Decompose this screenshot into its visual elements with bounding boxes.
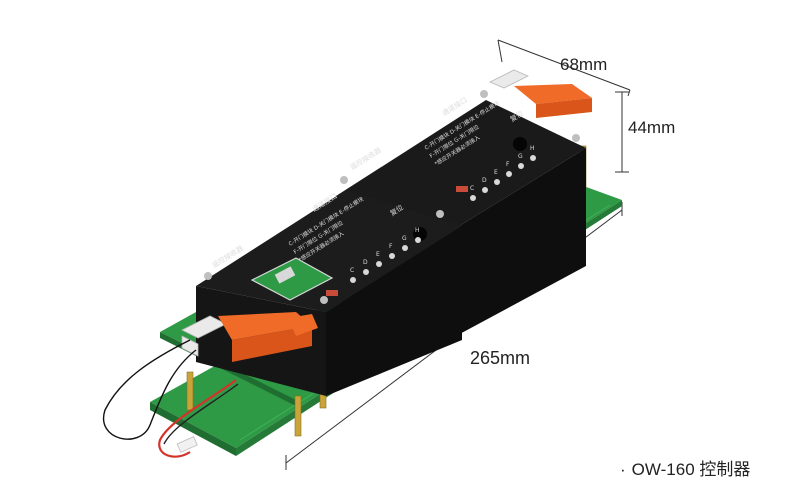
right-module-led-f [506, 171, 512, 177]
receiver-board [250, 257, 334, 301]
left-module-letter-h: H [415, 227, 420, 234]
cables [102, 339, 239, 458]
left-module-letter-g: G [402, 235, 407, 242]
caption-text: OW-160 控制器 [631, 460, 751, 479]
dimension-height-label: 44mm [628, 118, 676, 137]
left-module-letter-f: F [389, 243, 393, 250]
left-module-led-h [415, 237, 421, 243]
right-module-letter-e: E [494, 169, 498, 176]
right-module-title: 遥控接收器 [348, 146, 382, 172]
left-module-led-e [376, 261, 382, 267]
caption-bullet: · [620, 460, 626, 479]
left-module-letter-e: E [376, 251, 380, 258]
left-module-letter-c: C [350, 267, 354, 274]
left-module-led-d [363, 269, 369, 275]
right-module-led-h [530, 155, 536, 161]
right-module-letter-d: D [482, 177, 487, 184]
product-caption: · OW-160 控制器 [620, 455, 750, 480]
left-module-channel-letters: C D E F G H [350, 227, 421, 283]
right-module-led-c [470, 195, 476, 201]
right-module-led-g [518, 163, 524, 169]
dimension-length-label: 265mm [470, 348, 531, 368]
left-module-led-g [402, 245, 408, 251]
left-module-letter-d: D [363, 259, 368, 266]
left-module-led-c [350, 277, 356, 283]
right-module-led-d [482, 187, 488, 193]
white-connectors [181, 69, 529, 357]
right-module-letter-f: F [506, 161, 510, 168]
right-module-led-e [494, 179, 500, 185]
right-module-letter-g: G [518, 153, 523, 160]
right-module-letter-h: H [530, 145, 535, 152]
terminal-block-right [514, 84, 592, 118]
terminal-block-left [218, 312, 318, 362]
left-module-led-f [389, 253, 395, 259]
right-module-channel-letters: C DE F GH [470, 145, 536, 201]
dimension-width-label: 68mm [560, 55, 608, 74]
right-module-letter-c: C [470, 185, 474, 192]
